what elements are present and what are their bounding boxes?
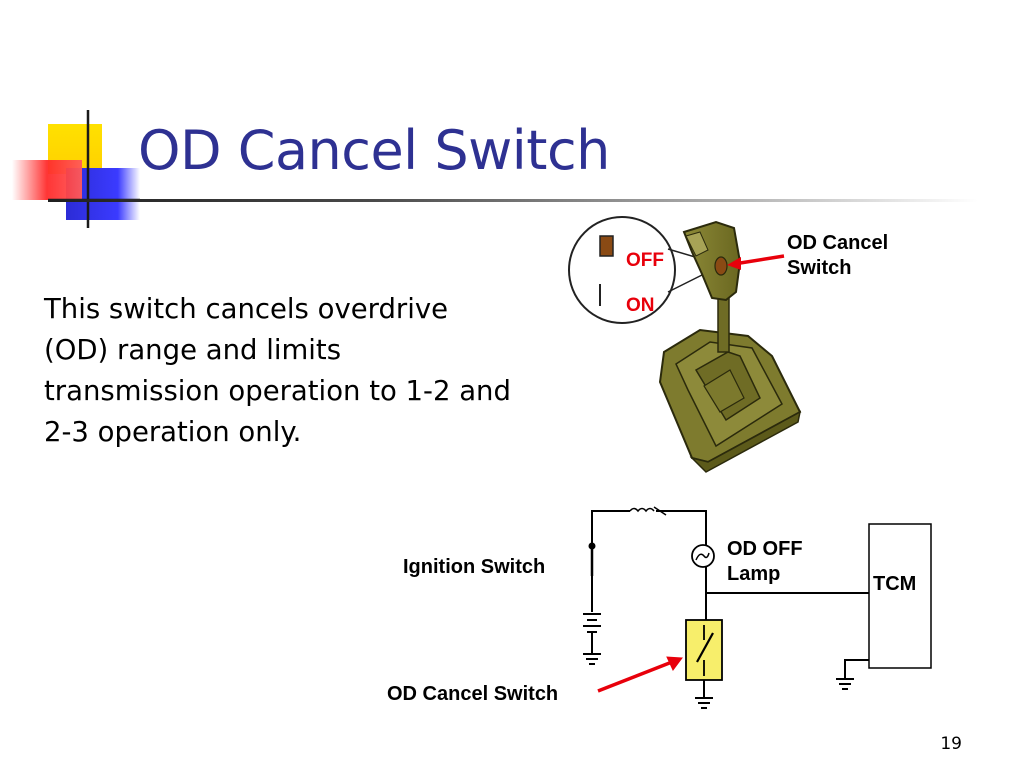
circuit-diagram xyxy=(583,506,932,709)
od-off-lamp-label: OD OFF Lamp xyxy=(727,537,803,587)
on-label: ON xyxy=(626,295,655,316)
ignition-switch-label: Ignition Switch xyxy=(403,556,546,578)
lamp-label-line-1: OD OFF xyxy=(727,538,803,560)
od-cancel-switch-label: OD Cancel Switch xyxy=(387,683,559,705)
shifter-illustration xyxy=(568,216,802,473)
page-number: 19 xyxy=(940,734,962,754)
tcm-box xyxy=(868,523,932,669)
battery-symbol xyxy=(583,613,601,665)
callout-od-cancel-switch: OD Cancel Switch xyxy=(787,231,888,281)
lamp-label-line-2: Lamp xyxy=(727,563,781,585)
callout-arrow xyxy=(733,254,785,266)
lamp-symbol xyxy=(691,544,715,568)
callout-line-1: OD Cancel xyxy=(787,232,889,254)
callout-line-2: Switch xyxy=(787,257,852,279)
switch-off-indicator xyxy=(599,235,614,257)
logo-squares xyxy=(12,110,140,228)
title-underline xyxy=(48,199,978,202)
switch-pointer-arrow xyxy=(597,660,673,693)
slide-title: OD Cancel Switch xyxy=(138,119,610,182)
zoom-circle xyxy=(568,216,676,324)
tcm-label: TCM xyxy=(873,573,917,595)
off-label: OFF xyxy=(626,250,664,271)
body-text: This switch cancels overdrive (OD) range… xyxy=(44,293,511,448)
